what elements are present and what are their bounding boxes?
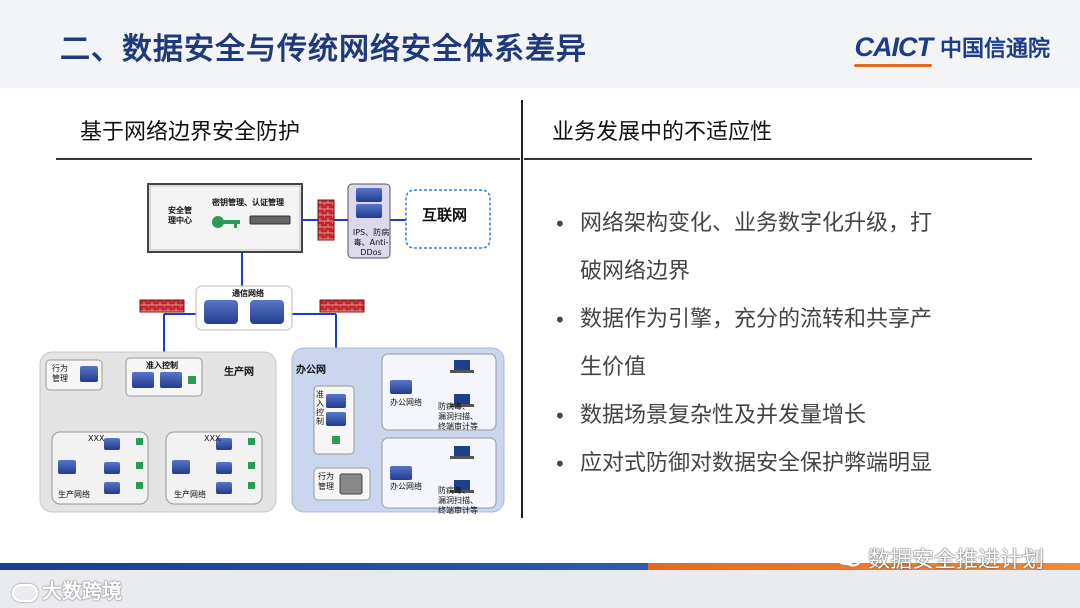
antivirus-label: 防病毒、漏洞扫描、终端审计等 bbox=[438, 402, 478, 431]
left-divider bbox=[56, 158, 520, 160]
ips-label: IPS、防病毒、Anti-DDos bbox=[352, 228, 390, 257]
switch-icon bbox=[160, 372, 182, 388]
bullet-item: 网络架构变化、业务数字化升级，打 bbox=[552, 200, 1022, 248]
behavior-mgmt-label: 行为管理 bbox=[318, 472, 334, 491]
ips-box bbox=[347, 183, 391, 259]
firewall-icon bbox=[139, 299, 185, 313]
switch-icon bbox=[390, 380, 412, 394]
bullet-item-continuation: 生价值 bbox=[580, 355, 647, 380]
access-control-vertical-label: 准入控制 bbox=[316, 390, 324, 426]
shield-icon bbox=[332, 436, 340, 444]
production-network-label: 生产网 bbox=[224, 367, 254, 378]
key-mgmt-label: 密钥管理、认证管理 bbox=[212, 198, 284, 207]
security-center-label: 安全管理中心 bbox=[168, 206, 192, 225]
server-icon bbox=[339, 473, 363, 495]
wechat-icon bbox=[835, 548, 862, 568]
subnet-label: XXX bbox=[204, 434, 221, 443]
access-control-label: 准入控制 bbox=[146, 361, 178, 370]
server-icon bbox=[249, 215, 291, 225]
network-diagram: 安全管理中心 密钥管理、认证管理 IPS、防病毒、Anti-DDos 互联网 通… bbox=[36, 176, 512, 516]
watermark-right: 数据安全推进计划 bbox=[835, 542, 1044, 574]
office-area-label: 办公网络 bbox=[390, 482, 422, 491]
slide-title: 二、数据安全与传统网络安全体系差异 bbox=[60, 32, 587, 67]
right-heading: 业务发展中的不适应性 bbox=[552, 120, 773, 145]
left-heading: 基于网络边界安全防护 bbox=[80, 120, 301, 145]
switch-icon bbox=[58, 460, 76, 474]
laptop-icon bbox=[450, 360, 474, 493]
switch-icon bbox=[326, 412, 346, 426]
production-area-label: 生产网络 bbox=[174, 490, 206, 499]
bullet-item: 数据作为引擎，充分的流转和共享产 bbox=[552, 296, 1022, 344]
comm-net-label: 通信网络 bbox=[232, 289, 264, 298]
switch-icon bbox=[326, 394, 346, 408]
internet-label: 互联网 bbox=[422, 206, 468, 224]
subnet-label: XXX bbox=[88, 434, 105, 443]
office-area-label: 办公网络 bbox=[390, 398, 422, 407]
switch-icon bbox=[80, 366, 98, 382]
firewall-icon bbox=[319, 299, 365, 313]
office-network-label: 办公网 bbox=[296, 365, 326, 376]
switch-icon bbox=[132, 372, 154, 388]
footer-band bbox=[0, 570, 1080, 608]
switch-icon bbox=[356, 188, 382, 218]
header-band bbox=[0, 0, 1080, 88]
logo-en: CAICT bbox=[854, 32, 933, 67]
network-diagram-svg bbox=[39, 183, 505, 513]
right-divider bbox=[524, 158, 1032, 160]
bullet-list: 网络架构变化、业务数字化升级，打 破网络边界 数据作为引擎，充分的流转和共享产 … bbox=[552, 200, 1022, 488]
key-icon bbox=[212, 216, 240, 228]
bullet-item: 应对式防御对数据安全保护弊端明显 bbox=[552, 440, 1022, 488]
firewall-icon bbox=[317, 199, 335, 241]
column-divider bbox=[521, 100, 523, 518]
router-icon bbox=[204, 300, 284, 324]
behavior-mgmt-label: 行为管理 bbox=[52, 364, 68, 383]
production-area-label: 生产网络 bbox=[58, 490, 90, 499]
switch-icon bbox=[390, 466, 412, 480]
watermark-left: 大数跨境 bbox=[12, 575, 122, 604]
internet-box bbox=[405, 189, 491, 249]
footer-stripe bbox=[0, 563, 1080, 570]
bullet-item-continuation: 破网络边界 bbox=[580, 259, 691, 284]
antivirus-label: 防病毒、漏洞扫描、终端审计等 bbox=[438, 486, 478, 515]
bullet-item: 数据场景复杂性及并发量增长 bbox=[552, 392, 1022, 440]
caict-logo: CAICT 中国信通院 bbox=[854, 30, 1050, 67]
watermark-logo-icon bbox=[12, 583, 38, 602]
logo-cn: 中国信通院 bbox=[939, 37, 1050, 62]
shield-icon bbox=[188, 376, 196, 384]
switch-icon bbox=[172, 460, 190, 474]
